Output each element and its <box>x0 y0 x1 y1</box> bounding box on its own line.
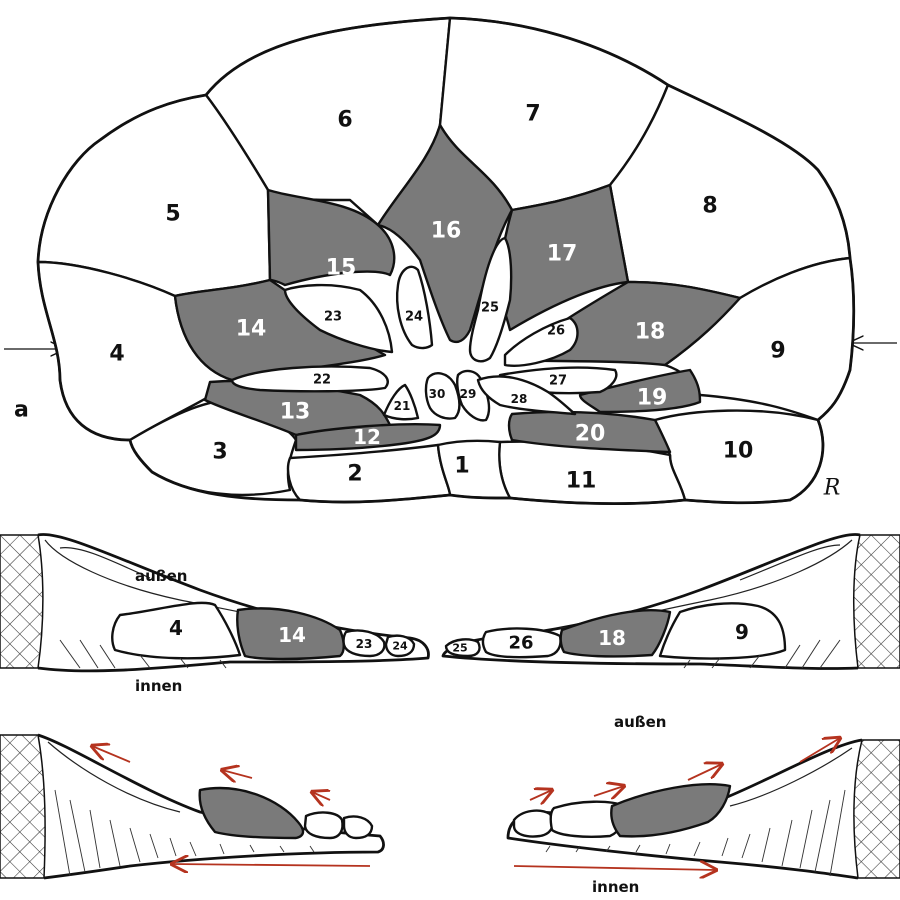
panel-label-a: a <box>14 398 29 423</box>
red-arrow-left-2 <box>222 770 252 778</box>
label-24: 24 <box>405 310 423 325</box>
section-b-right-region-9 <box>660 603 785 658</box>
right-hatched-block-c <box>854 740 900 878</box>
red-arrow-right-1 <box>530 790 552 800</box>
label-25: 25 <box>481 301 499 316</box>
label-14: 14 <box>236 317 267 342</box>
label-23: 23 <box>324 310 342 325</box>
label-7: 7 <box>525 102 540 127</box>
red-arrow-left-bottom <box>172 864 370 866</box>
label-8: 8 <box>702 194 717 219</box>
region-1 <box>438 441 510 498</box>
left-hatched-block <box>0 535 43 668</box>
label-30: 30 <box>429 387 446 401</box>
label-9: 9 <box>770 339 785 364</box>
red-arrow-right-4 <box>800 738 840 762</box>
red-arrow-right-3 <box>688 764 722 780</box>
label-18: 18 <box>635 320 666 345</box>
label-12: 12 <box>353 425 381 449</box>
right-hatched-block <box>854 535 900 668</box>
label-4: 4 <box>109 342 124 367</box>
outer-label-c: außen <box>614 713 666 731</box>
section-b-right-upper-line <box>740 545 840 580</box>
section-b-label-9: 9 <box>735 620 749 644</box>
label-3: 3 <box>212 440 227 465</box>
label-27: 27 <box>549 374 567 389</box>
panel-c-diagram: c <box>0 713 900 896</box>
label-26: 26 <box>547 324 565 339</box>
section-c-left-small-region-2 <box>344 816 372 838</box>
label-10: 10 <box>723 439 754 464</box>
red-arrow-left-1 <box>92 746 130 762</box>
left-hatched-block-c <box>0 735 45 878</box>
label-11: 11 <box>566 469 597 494</box>
section-b-label-18: 18 <box>598 626 626 650</box>
red-arrow-right-2 <box>594 786 624 796</box>
region-2 <box>288 445 450 502</box>
label-28: 28 <box>511 392 528 406</box>
label-21: 21 <box>394 399 411 413</box>
label-22: 22 <box>313 373 331 388</box>
signature-mark: R <box>823 476 841 501</box>
panel-b-diagram: b außen innen 4 14 23 24 <box>0 534 900 695</box>
section-b-label-24: 24 <box>392 640 408 653</box>
label-2: 2 <box>347 462 362 487</box>
outer-label-b: außen <box>135 567 187 585</box>
label-20: 20 <box>575 422 606 447</box>
section-b-label-26: 26 <box>508 633 533 654</box>
label-15: 15 <box>326 256 357 281</box>
section-b-label-25: 25 <box>452 642 467 655</box>
inner-label-b: innen <box>135 677 182 695</box>
section-b-label-14: 14 <box>278 623 306 647</box>
section-b-label-23: 23 <box>356 637 373 651</box>
label-29: 29 <box>460 387 477 401</box>
section-c-left-small-region-1 <box>305 813 343 838</box>
label-1: 1 <box>454 454 469 479</box>
label-13: 13 <box>280 400 311 425</box>
red-arrow-left-3 <box>312 792 330 800</box>
label-19: 19 <box>637 386 668 411</box>
section-c-left-grey-region <box>200 788 303 838</box>
inner-label-c: innen <box>592 878 639 896</box>
red-arrow-right-bottom <box>514 866 716 870</box>
section-c-right-upper-line <box>730 748 852 806</box>
label-6: 6 <box>337 108 352 133</box>
label-5: 5 <box>165 202 180 227</box>
label-16: 16 <box>431 219 462 244</box>
section-b-label-4: 4 <box>169 616 183 640</box>
section-c-left-upper-line <box>48 742 180 812</box>
section-c-right-small-region-1 <box>514 811 553 837</box>
panel-a-diagram: a 6 7 5 8 4 9 3 10 2 1 11 15 16 17 14 18… <box>4 18 897 504</box>
section-c-right-grey-region <box>611 784 730 836</box>
label-17: 17 <box>547 242 578 267</box>
